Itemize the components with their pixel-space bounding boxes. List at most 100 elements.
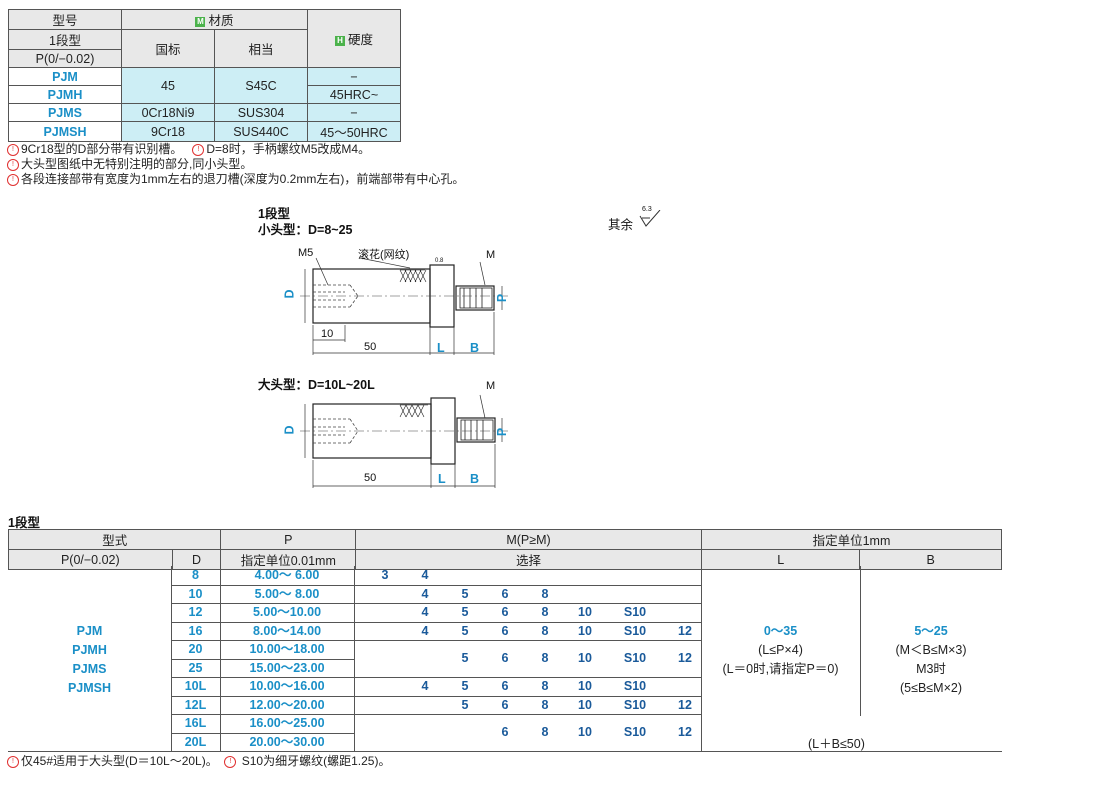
material-icon: M xyxy=(195,16,206,27)
gb-cell: 0Cr18Ni9 xyxy=(121,103,215,122)
m-option: 4 xyxy=(421,605,429,619)
model-cell: PJM xyxy=(8,67,122,86)
label-m5: M5 xyxy=(298,247,314,259)
m-option: 8 xyxy=(541,698,549,712)
warning-icon: ! xyxy=(7,755,19,768)
p-cell: 5.00～ 8.00 xyxy=(254,587,320,601)
m-option: 12 xyxy=(678,651,692,665)
m-option: 5 xyxy=(461,605,469,619)
gb-cell: 9Cr18 xyxy=(121,121,215,142)
dim-50-large: 50 xyxy=(364,472,377,484)
dim-b: B xyxy=(470,341,480,355)
m-option: 3 xyxy=(381,568,389,582)
header-d: D xyxy=(171,549,222,570)
label-knurl: 滚花(网纹) xyxy=(358,249,410,261)
label-p-large: P xyxy=(495,427,510,437)
header-model: 型号 xyxy=(8,9,122,30)
p-cell: 20.00～30.00 xyxy=(249,735,325,749)
warning-icon: ! xyxy=(7,143,19,156)
header-equiv: 相当 xyxy=(214,29,308,68)
m-option: 8 xyxy=(541,651,549,665)
m-option: 5 xyxy=(461,698,469,712)
m-option: S10 xyxy=(623,725,647,739)
model-cell: PJM xyxy=(76,624,103,638)
header-p: P xyxy=(220,529,357,550)
m-option: 8 xyxy=(541,725,549,739)
m-option: 6 xyxy=(501,587,509,601)
p-cell: 10.00～16.00 xyxy=(249,679,325,693)
m-option: 5 xyxy=(461,624,469,638)
m-option: 10 xyxy=(578,605,592,619)
d-cell: 12 xyxy=(188,605,203,619)
model-cell: PJMH xyxy=(8,85,122,104)
model-cell: PJMS xyxy=(8,103,122,122)
warning-icon: ! xyxy=(224,755,237,768)
hardness-cell: 45HRC~ xyxy=(307,85,401,104)
header-m: M(P≥M) xyxy=(355,529,702,550)
p-cell: 16.00～25.00 xyxy=(249,716,325,730)
hardness-icon: H xyxy=(334,35,345,46)
m-option: 4 xyxy=(421,624,429,638)
d-cell: 20 xyxy=(188,642,203,656)
header-p002: P(0/−0.02) xyxy=(8,549,173,570)
m-option: 6 xyxy=(501,725,509,739)
m-option: S10 xyxy=(623,698,647,712)
roughness-icon xyxy=(639,210,661,227)
label-d-large: D xyxy=(282,425,297,435)
spec-title: 1段型 xyxy=(8,516,40,530)
model-cell: PJMS xyxy=(72,662,107,676)
d-cell: 10L xyxy=(184,679,207,693)
small-head-drawing xyxy=(300,257,510,355)
p-cell: 10.00～18.00 xyxy=(249,642,325,656)
m-option: 5 xyxy=(461,651,469,665)
m-option: 8 xyxy=(541,679,549,693)
header-l: L xyxy=(700,549,861,570)
hardness-cell: − xyxy=(307,67,401,86)
d-cell: 8 xyxy=(192,568,199,582)
warning-icon: ! xyxy=(7,173,19,186)
notes-bottom: !仅45#适用于大头型(D＝10L～20L)。 ! S10为细牙螺纹(螺距1.2… xyxy=(7,754,390,769)
note-line: !各段连接部带有宽度为1mm左右的退刀槽(深度为0.2mm左右)，前端部带有中心… xyxy=(7,172,464,187)
spec-table: 型式 P M(P≥M) 指定单位1mm P(0/−0.02) D 指定单位0.0… xyxy=(7,529,1003,570)
thread-outline xyxy=(455,285,495,311)
m-option: 10 xyxy=(578,624,592,638)
gb-cell: 45 xyxy=(121,67,215,104)
warning-icon: ! xyxy=(192,143,205,156)
m-option: S10 xyxy=(623,624,647,638)
header-unit: 指定单位1mm xyxy=(700,529,1003,550)
p-cell: 5.00～10.00 xyxy=(252,605,322,619)
label-roughness: 0.8 xyxy=(435,258,444,264)
m-option: 6 xyxy=(501,605,509,619)
m-option: 5 xyxy=(461,587,469,601)
d-cell: 16L xyxy=(184,716,207,730)
header-gb: 国标 xyxy=(121,29,215,68)
label-m: M xyxy=(486,249,496,261)
surface-rest-value: 6.3 xyxy=(642,206,652,213)
p-cell: 12.00～20.00 xyxy=(249,698,325,712)
model-cell: PJMSH xyxy=(8,121,122,142)
dim-l-large: L xyxy=(438,472,446,486)
m-option: S10 xyxy=(623,605,647,619)
dim-l: L xyxy=(437,341,445,355)
m-option: 8 xyxy=(541,587,549,601)
m-option: 10 xyxy=(578,651,592,665)
dim-50: 50 xyxy=(364,341,377,353)
m-option: 8 xyxy=(541,605,549,619)
header-type: 型式 xyxy=(7,529,222,550)
m-option: 4 xyxy=(421,679,429,693)
d-cell: 25 xyxy=(188,661,203,675)
model-cell: PJMSH xyxy=(67,681,112,695)
header-b: B xyxy=(859,549,1002,570)
header-type: 1段型 xyxy=(8,29,122,50)
header-p: P(0/−0.02) xyxy=(8,49,122,68)
surface-rest-label: 其余 xyxy=(608,218,634,232)
notes-top: !9Cr18型的D部分带有识别槽。 !D=8时，手柄螺纹M5改成M4。 !大头型… xyxy=(7,142,464,187)
diagram-title-type: 1段型 xyxy=(258,207,290,221)
label-d: D xyxy=(282,289,297,299)
m-option: 10 xyxy=(578,725,592,739)
dim-10: 10 xyxy=(321,328,334,340)
d-cell: 16 xyxy=(188,624,203,638)
m-option: 6 xyxy=(501,679,509,693)
m-option: 6 xyxy=(501,624,509,638)
